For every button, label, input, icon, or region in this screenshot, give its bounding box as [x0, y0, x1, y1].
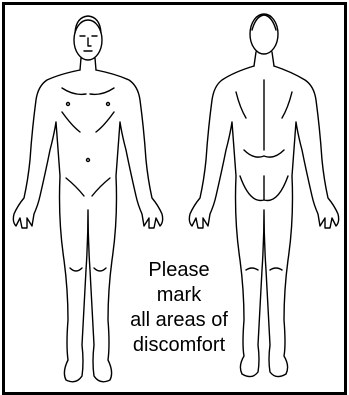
instruction-line-2: mark	[120, 283, 238, 308]
front-nipple-left	[67, 103, 70, 106]
front-ribs	[62, 112, 114, 132]
front-knees	[70, 268, 106, 271]
instruction-line-3: all areas of	[120, 308, 238, 333]
back-lower	[244, 150, 284, 157]
back-buttocks	[240, 176, 288, 201]
front-navel	[87, 159, 90, 162]
back-head[interactable]	[250, 14, 278, 54]
instruction-line-1: Please	[120, 258, 238, 283]
front-nose	[88, 38, 91, 46]
back-scapula-right	[282, 92, 292, 118]
instruction-text: Please mark all areas of discomfort	[120, 258, 238, 358]
instruction-line-4: discomfort	[120, 333, 238, 358]
front-nipple-right	[107, 103, 110, 106]
back-scapula-left	[236, 92, 246, 118]
back-knees	[246, 268, 282, 270]
front-pectorals	[62, 88, 114, 94]
front-groin	[66, 178, 110, 196]
